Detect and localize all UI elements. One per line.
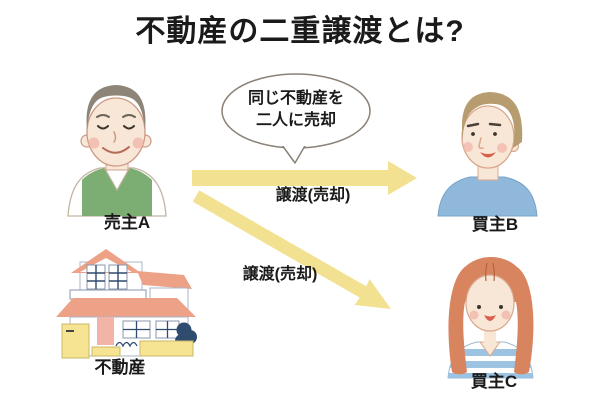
speech-bubble-line-2: 二人に売却 [255, 112, 336, 129]
buyer-b-illustration [437, 92, 538, 217]
transfer-to-c-label: 譲渡(売却) [242, 266, 318, 283]
speech-bubble-shape [221, 73, 371, 164]
property-label: 不動産 [94, 358, 146, 377]
arrow-to-buyer-c-icon [192, 190, 391, 309]
speech-bubble-line-1: 同じ不動産を [247, 90, 344, 107]
seller-a-label: 売主A [103, 213, 151, 232]
transfer-to-b-label: 譲渡(売却) [275, 187, 351, 204]
speech-bubble-text: 同じ不動産を 二人に売却 [216, 88, 376, 132]
buyer-c-label: 買主C [470, 372, 518, 391]
buyer-b-label: 買主B [471, 215, 519, 234]
page-title: 不動産の二重譲渡とは? [135, 15, 465, 48]
house-illustration [56, 249, 197, 359]
seller-a-illustration [67, 85, 167, 217]
arrow-to-buyer-b-icon [192, 161, 417, 195]
buyer-c-illustration [447, 257, 534, 379]
